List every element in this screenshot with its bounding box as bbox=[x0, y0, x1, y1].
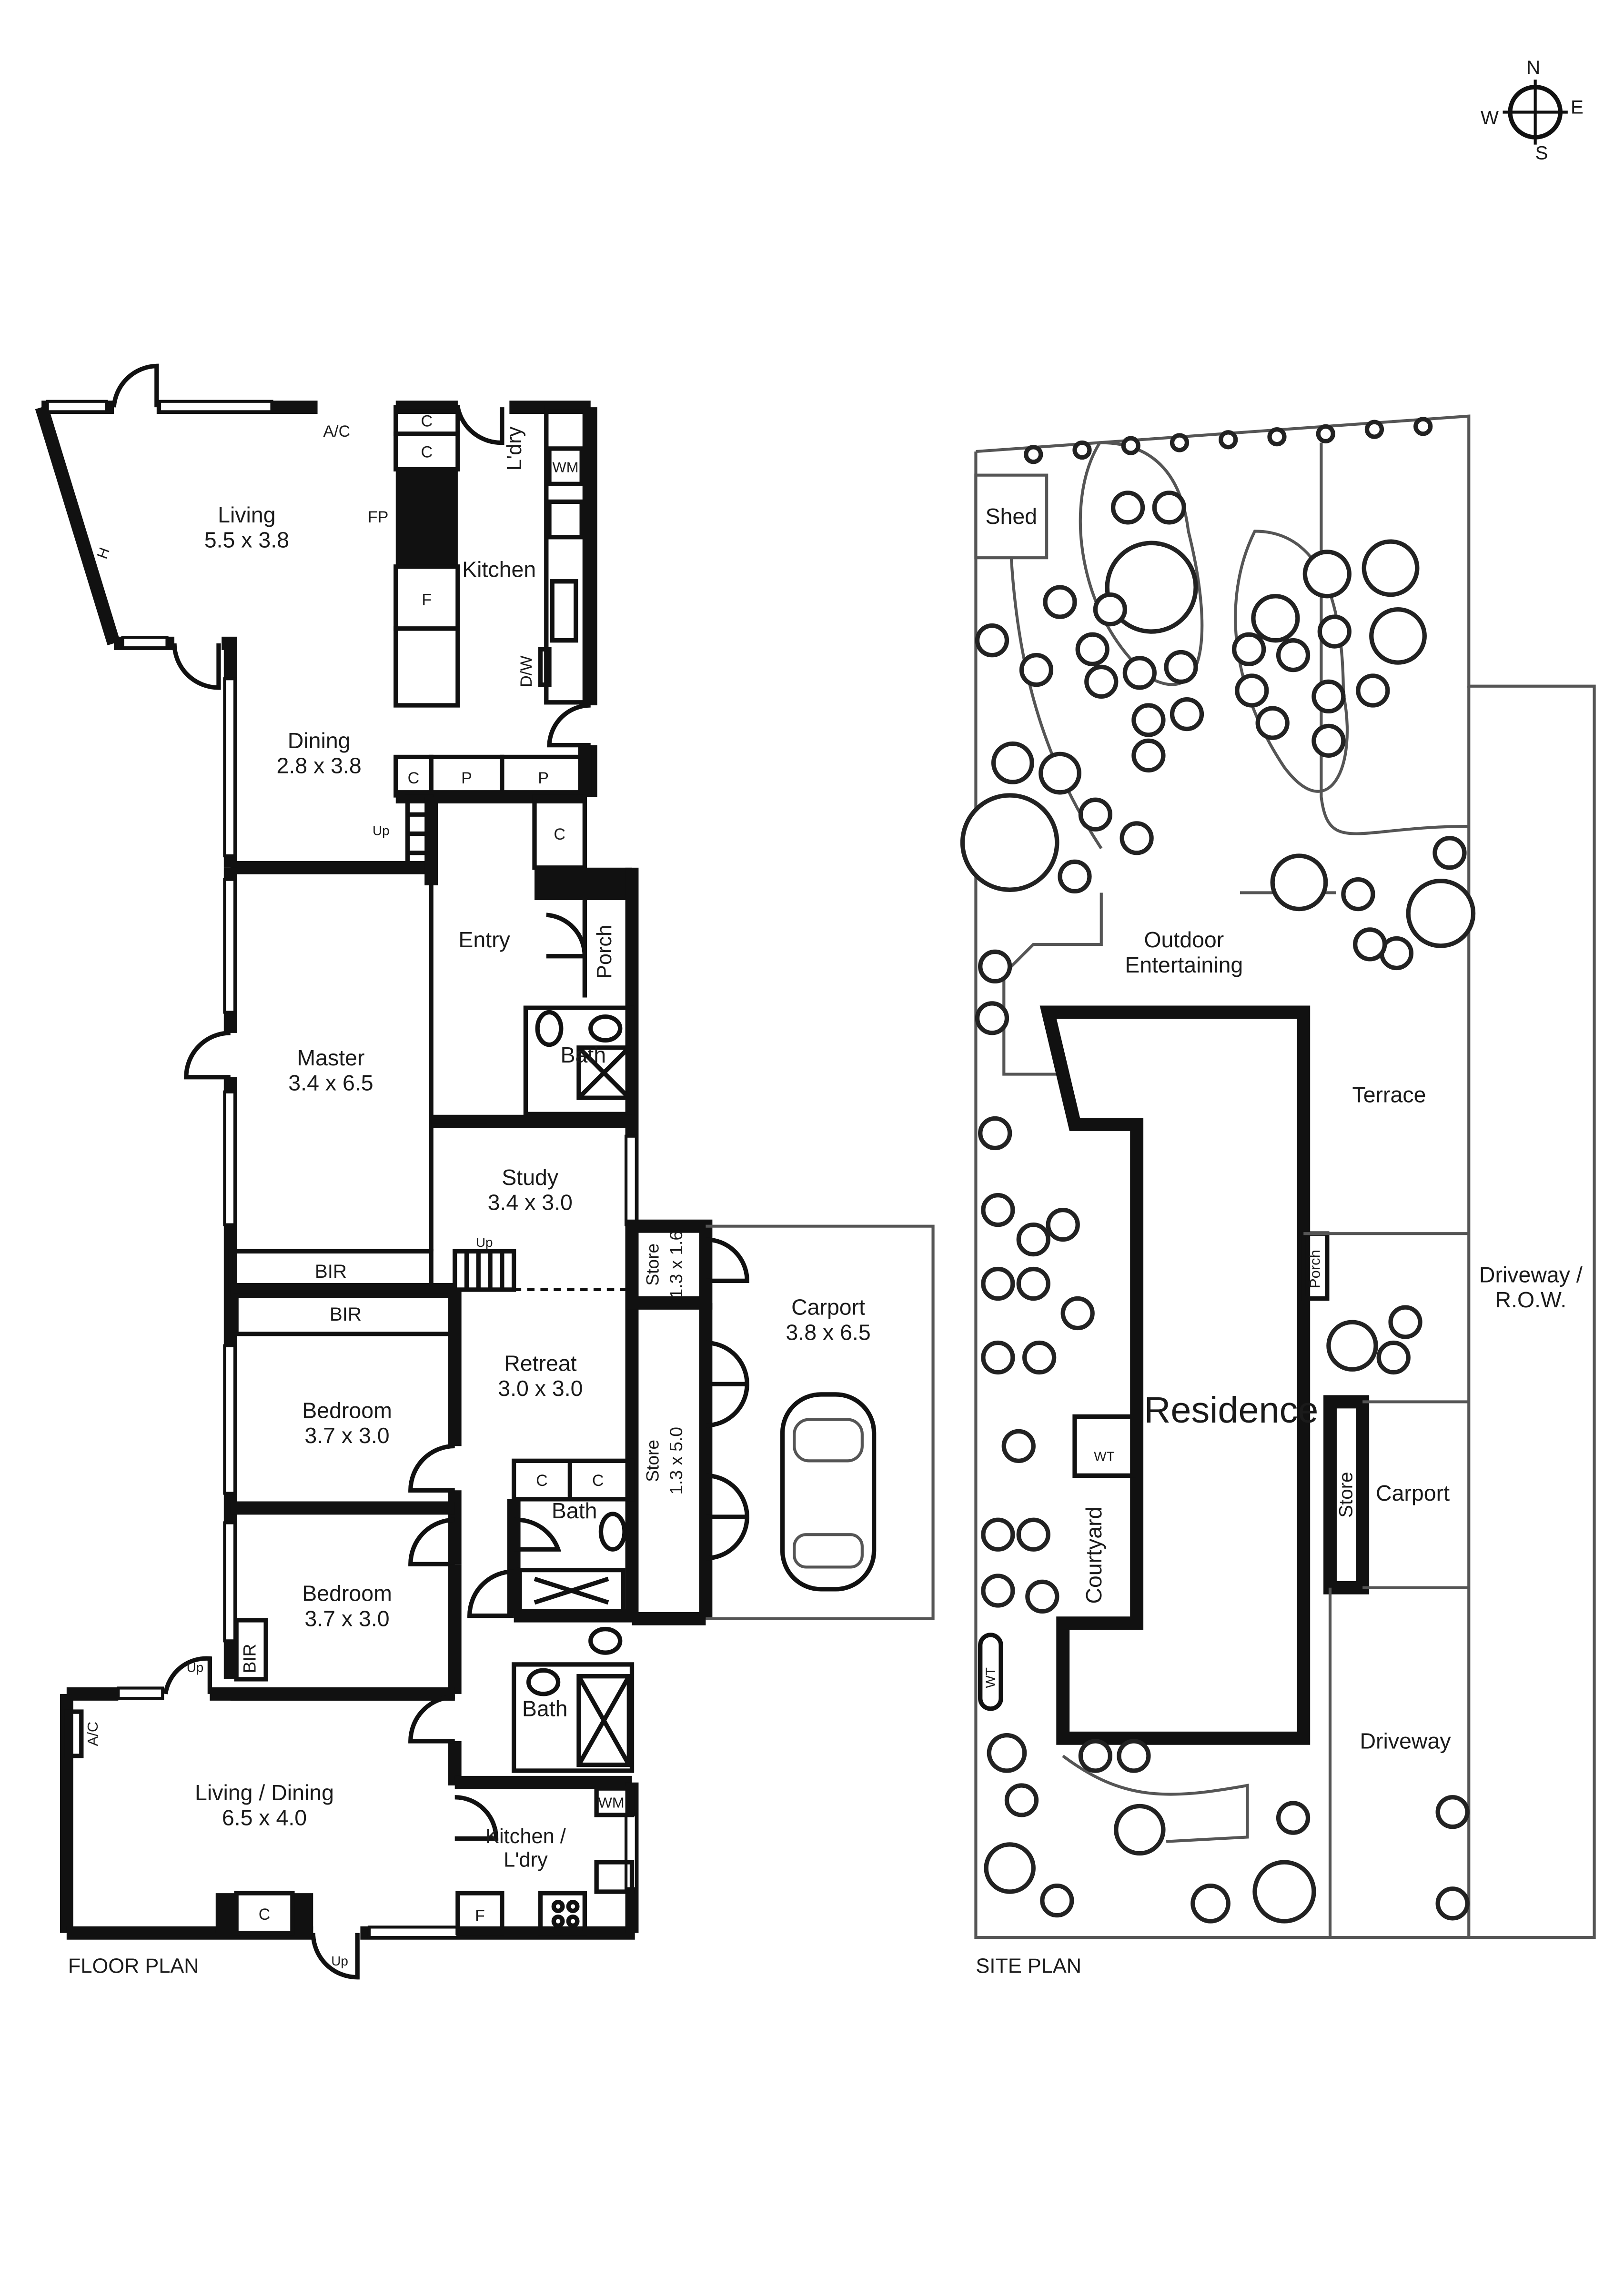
compass-n: N bbox=[1526, 57, 1540, 78]
porch-site-label: Porch bbox=[1306, 1250, 1323, 1288]
up-label: Up bbox=[187, 1660, 204, 1674]
floor-plan-caption: FLOOR PLAN bbox=[68, 1955, 199, 1977]
kitchen-ldry-label-2: L'dry bbox=[504, 1848, 548, 1871]
cupboard-label: C bbox=[592, 1472, 604, 1490]
dining-label: Dining bbox=[288, 728, 351, 753]
shed-label: Shed bbox=[986, 504, 1038, 529]
up-label: Up bbox=[373, 823, 390, 838]
ac-bottom-label: A/C bbox=[84, 1722, 101, 1746]
bir-bedroom-label: BIR bbox=[330, 1303, 362, 1325]
site-plan-caption: SITE PLAN bbox=[976, 1955, 1081, 1977]
site-plan-labels: Shed Outdoor Entertaining Terrace Reside… bbox=[976, 504, 1583, 1978]
retreat-size: 3.0 x 3.0 bbox=[498, 1376, 583, 1401]
laundry-label: L'dry bbox=[503, 426, 526, 471]
living-dining-label: Living / Dining bbox=[195, 1780, 334, 1805]
living-top-label: Living bbox=[218, 502, 275, 527]
living-dining-size: 6.5 x 4.0 bbox=[222, 1805, 307, 1830]
pantry-label: P bbox=[538, 769, 549, 787]
cupboard-label: C bbox=[421, 443, 433, 461]
kitchen-ldry-label-1: Kitchen / bbox=[485, 1825, 566, 1848]
fridge-label: F bbox=[422, 591, 432, 609]
ac-top-label: A/C bbox=[323, 422, 350, 441]
cupboard-label: C bbox=[536, 1472, 548, 1490]
store-large-label: Store bbox=[642, 1440, 662, 1482]
bedroom1-label: Bedroom bbox=[302, 1398, 392, 1423]
master-size: 3.4 x 6.5 bbox=[288, 1071, 373, 1095]
site-plan bbox=[960, 414, 1596, 1939]
terrace-label: Terrace bbox=[1352, 1082, 1426, 1107]
bedroom2-size: 3.7 x 3.0 bbox=[304, 1606, 389, 1631]
floor-plan-labels: Living 5.5 x 3.8 Kitchen L'dry Dining 2.… bbox=[68, 412, 871, 1977]
living-top-size: 5.5 x 3.8 bbox=[204, 527, 289, 552]
compass-s: S bbox=[1535, 142, 1548, 164]
dishwasher-label: D/W bbox=[517, 655, 535, 687]
washing-machine-label: WM bbox=[553, 459, 579, 475]
carport-size: 3.8 x 6.5 bbox=[786, 1320, 870, 1344]
compass-w: W bbox=[1481, 107, 1499, 128]
study-size: 3.4 x 3.0 bbox=[488, 1190, 573, 1215]
carport-site-label: Carport bbox=[1376, 1481, 1450, 1505]
hedge-icons bbox=[1024, 417, 1433, 464]
porch-label: Porch bbox=[593, 925, 616, 979]
residence-label: Residence bbox=[1144, 1390, 1318, 1431]
bath1-label: Bath bbox=[560, 1043, 606, 1067]
master-label: Master bbox=[297, 1045, 364, 1070]
up-label: Up bbox=[476, 1235, 493, 1250]
bath2-label: Bath bbox=[552, 1498, 597, 1523]
entry-label: Entry bbox=[458, 927, 510, 952]
store-small-label: Store bbox=[642, 1243, 662, 1286]
water-tank-label: WT bbox=[1094, 1449, 1114, 1464]
water-tank-label: WT bbox=[983, 1667, 998, 1688]
bedroom1-size: 3.7 x 3.0 bbox=[304, 1423, 389, 1448]
pantry-label: P bbox=[461, 769, 472, 787]
driveway-row-label-2: R.O.W. bbox=[1495, 1287, 1567, 1312]
fridge-label: F bbox=[475, 1907, 485, 1925]
up-label: Up bbox=[331, 1954, 348, 1968]
cupboard-label: C bbox=[554, 825, 565, 843]
compass-icon: N E S W bbox=[1481, 57, 1584, 164]
bir-master-label: BIR bbox=[315, 1261, 347, 1282]
compass-e: E bbox=[1571, 97, 1584, 118]
courtyard-label: Courtyard bbox=[1081, 1507, 1106, 1604]
driveway-row-label-1: Driveway / bbox=[1479, 1262, 1583, 1287]
bedroom2-label: Bedroom bbox=[302, 1581, 392, 1606]
outdoor-label-2: Entertaining bbox=[1125, 952, 1243, 977]
floor-plan bbox=[35, 363, 935, 1980]
car-icon bbox=[780, 1392, 877, 1592]
fireplace-label: FP bbox=[368, 508, 389, 526]
bir-bedroom2-label: BIR bbox=[239, 1644, 259, 1674]
dining-size: 2.8 x 3.8 bbox=[277, 753, 362, 778]
kitchen-label: Kitchen bbox=[462, 557, 536, 582]
washing-machine-label: WM bbox=[598, 1794, 625, 1811]
cupboard-label: C bbox=[259, 1905, 271, 1924]
driveway-label: Driveway bbox=[1360, 1729, 1451, 1754]
tree-icons bbox=[960, 441, 1476, 1924]
heater-label: H bbox=[93, 545, 113, 561]
store-large-size: 1.3 x 5.0 bbox=[666, 1427, 686, 1495]
retreat-label: Retreat bbox=[504, 1351, 576, 1375]
cupboard-label: C bbox=[408, 769, 420, 787]
study-label: Study bbox=[502, 1165, 559, 1190]
cupboard-label: C bbox=[421, 412, 433, 430]
store-site-label: Store bbox=[1335, 1472, 1356, 1517]
carport-label: Carport bbox=[791, 1295, 865, 1320]
bath3-label: Bath bbox=[522, 1696, 568, 1721]
outdoor-label-1: Outdoor bbox=[1144, 927, 1224, 952]
store-small-size: 1.3 x 1.6 bbox=[666, 1231, 686, 1299]
